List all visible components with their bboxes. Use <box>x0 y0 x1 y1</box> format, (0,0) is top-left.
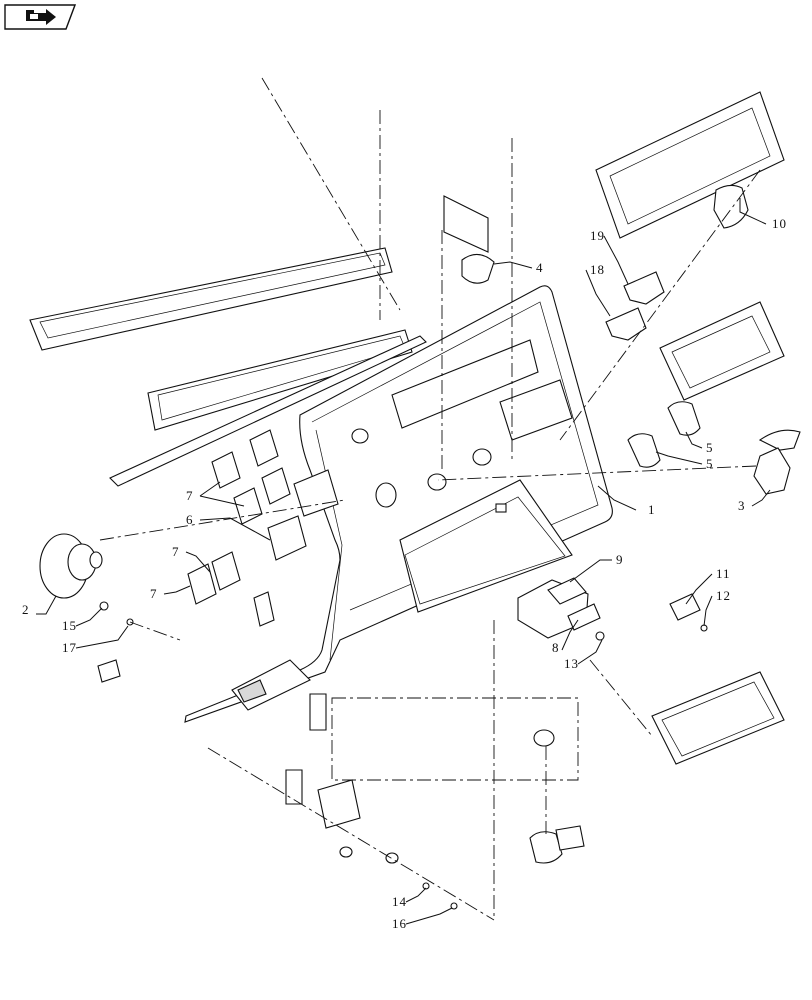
callout-c7b: 7 <box>172 544 211 573</box>
callout-c14: 14 <box>392 887 427 909</box>
callout-number: 6 <box>186 512 194 527</box>
callout-c4: 4 <box>493 260 544 275</box>
callout-number: 10 <box>772 216 787 231</box>
callout-c17: 17 <box>62 625 129 655</box>
callout-c8: 8 <box>552 619 579 655</box>
lower-access-panel <box>97 601 708 910</box>
leader-line <box>685 573 713 605</box>
callout-c19: 19 <box>590 228 629 285</box>
callout-c13: 13 <box>564 639 603 671</box>
upper-bezel-strips <box>29 247 427 487</box>
ignition-switch-part <box>39 533 103 599</box>
callout-number: 15 <box>62 618 77 633</box>
callout-c7a: 7 <box>186 481 245 507</box>
leader-line <box>739 198 767 225</box>
callout-number: 2 <box>22 602 30 617</box>
callout-c9: 9 <box>569 552 624 583</box>
next-page-button[interactable] <box>4 4 77 30</box>
callout-number: 19 <box>590 228 605 243</box>
callout-c1: 1 <box>597 485 656 517</box>
callout-number: 7 <box>172 544 180 559</box>
callout-c3: 3 <box>738 489 771 513</box>
leader-line <box>685 431 703 449</box>
leader-line <box>405 887 427 903</box>
leader-line <box>405 907 453 925</box>
leader-line <box>585 269 611 317</box>
callout-c10: 10 <box>739 198 787 231</box>
callout-number: 8 <box>552 640 560 655</box>
callout-number: 13 <box>564 656 579 671</box>
callout-c2: 2 <box>22 595 57 617</box>
next-page-arrow-icon <box>4 4 77 30</box>
callout-number: 14 <box>392 894 407 909</box>
callout-number: 9 <box>616 552 624 567</box>
callout-number: 18 <box>590 262 605 277</box>
callout-number: 5 <box>706 456 714 471</box>
callout-c5a: 5 <box>685 431 714 455</box>
callout-number: 11 <box>716 566 731 581</box>
callout-number: 16 <box>392 916 407 931</box>
leader-line <box>655 451 703 465</box>
leader-line <box>199 481 245 507</box>
callout-c5b: 5 <box>655 451 714 471</box>
leader-line <box>199 517 271 541</box>
leader-line <box>75 625 129 649</box>
callout-number: 5 <box>706 440 714 455</box>
leader-line <box>493 261 533 269</box>
leader-line <box>577 639 603 665</box>
leader-line <box>561 619 579 651</box>
callout-number: 12 <box>716 588 731 603</box>
callout-number: 1 <box>648 502 656 517</box>
callout-c15: 15 <box>62 607 103 633</box>
leader-line <box>569 559 612 583</box>
callout-c16: 16 <box>392 907 453 931</box>
leader-line <box>36 595 57 615</box>
callout-c11: 11 <box>685 566 731 605</box>
leader-line <box>75 607 103 627</box>
leader-line <box>597 485 637 511</box>
callout-number: 4 <box>536 260 544 275</box>
leader-line <box>163 585 191 595</box>
leader-line <box>185 551 211 573</box>
leader-line <box>603 235 629 285</box>
leader-line <box>751 489 771 507</box>
right-side-components <box>443 91 801 765</box>
callout-number: 3 <box>738 498 746 513</box>
leader-line <box>703 595 713 627</box>
callout-number: 7 <box>186 488 194 503</box>
callout-c18: 18 <box>585 262 611 317</box>
callout-c12: 12 <box>703 588 731 627</box>
callout-number: 7 <box>150 586 158 601</box>
callout-c6: 6 <box>186 512 271 541</box>
assembly-centerlines <box>99 77 761 921</box>
callout-number: 17 <box>62 640 77 655</box>
dash-panel-part <box>184 285 613 723</box>
callout-c7c: 7 <box>150 585 191 601</box>
